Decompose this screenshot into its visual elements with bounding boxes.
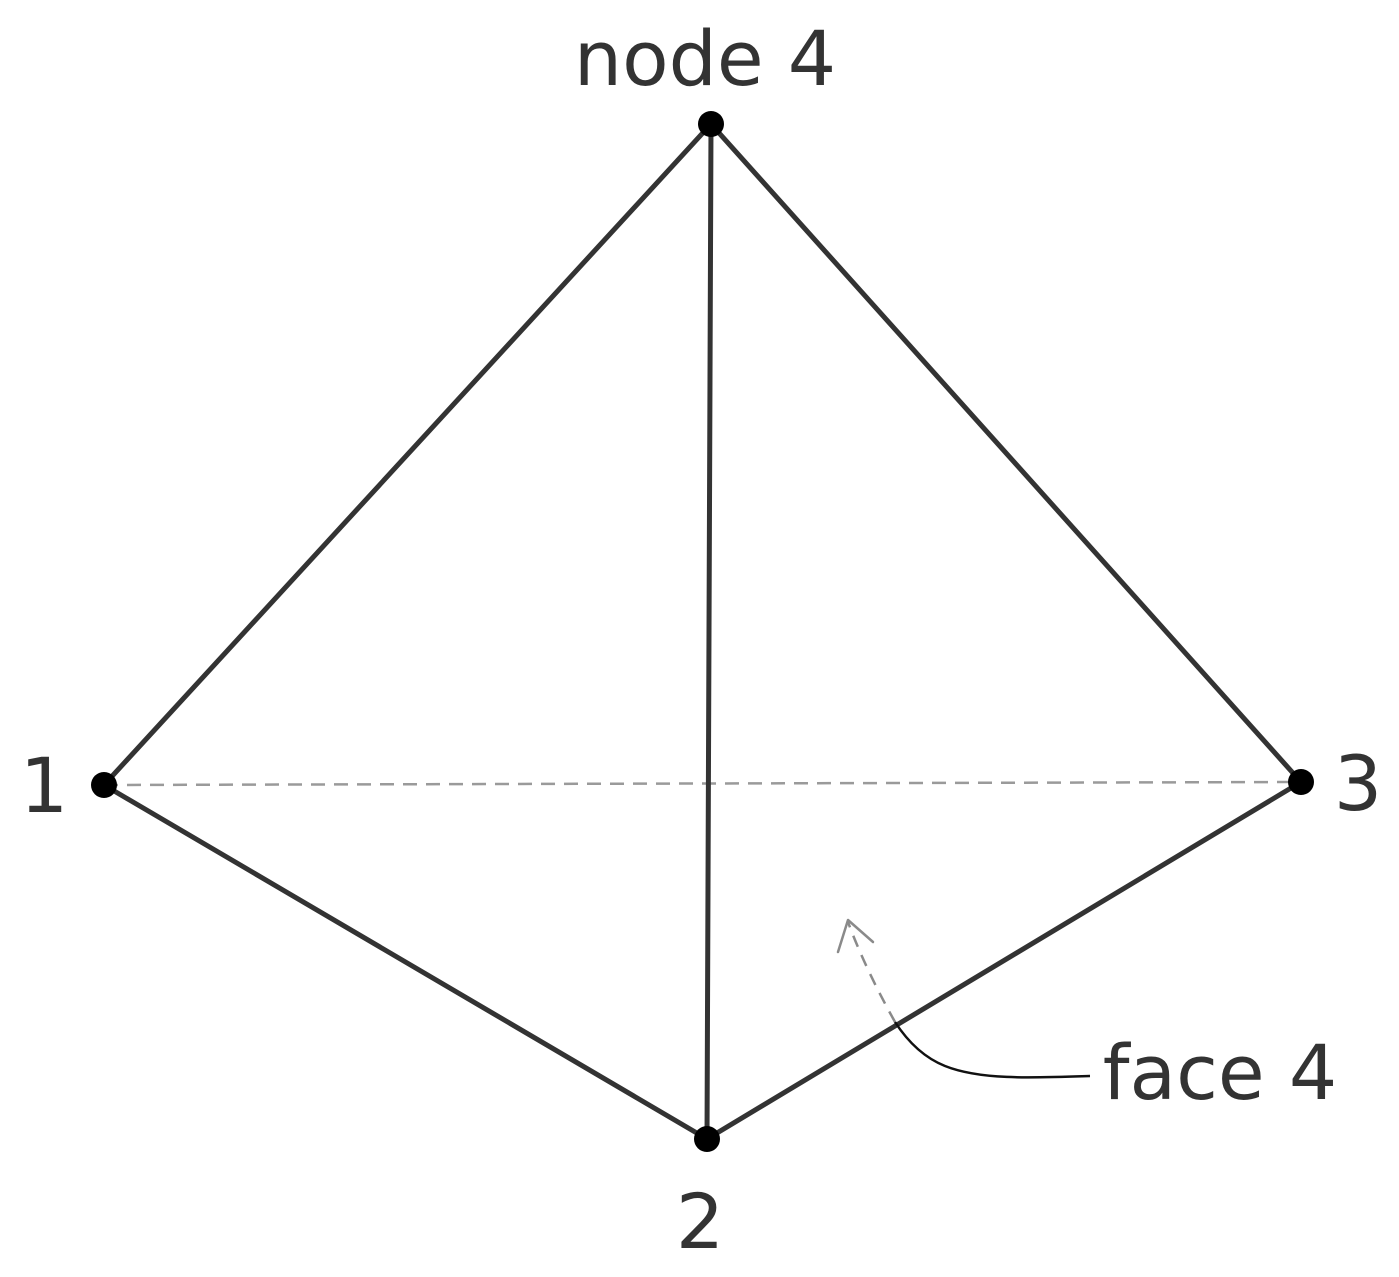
edge-1-4 [101, 121, 714, 788]
node-3-dot [1288, 769, 1314, 795]
node-4-label: node 4 [574, 14, 836, 103]
node-2-dot [694, 1126, 720, 1152]
edge-2-3 [704, 779, 1304, 1142]
face-4-arrow-head [836, 918, 875, 954]
node-1-label: 1 [20, 741, 68, 830]
face-4-callout-dashed [846, 921, 897, 1023]
edge-1-3-hidden [103, 780, 1302, 787]
face-4-label: face 4 [1103, 1028, 1337, 1117]
node-3-label: 3 [1334, 739, 1382, 828]
node-1-dot [91, 772, 117, 798]
edge-4-2 [704, 121, 714, 1142]
node-4-dot [698, 111, 724, 137]
edge-4-3 [708, 121, 1304, 785]
node-2-label: 2 [676, 1177, 724, 1266]
edge-1-2 [101, 782, 710, 1142]
face-4-callout-line [893, 1021, 1091, 1079]
